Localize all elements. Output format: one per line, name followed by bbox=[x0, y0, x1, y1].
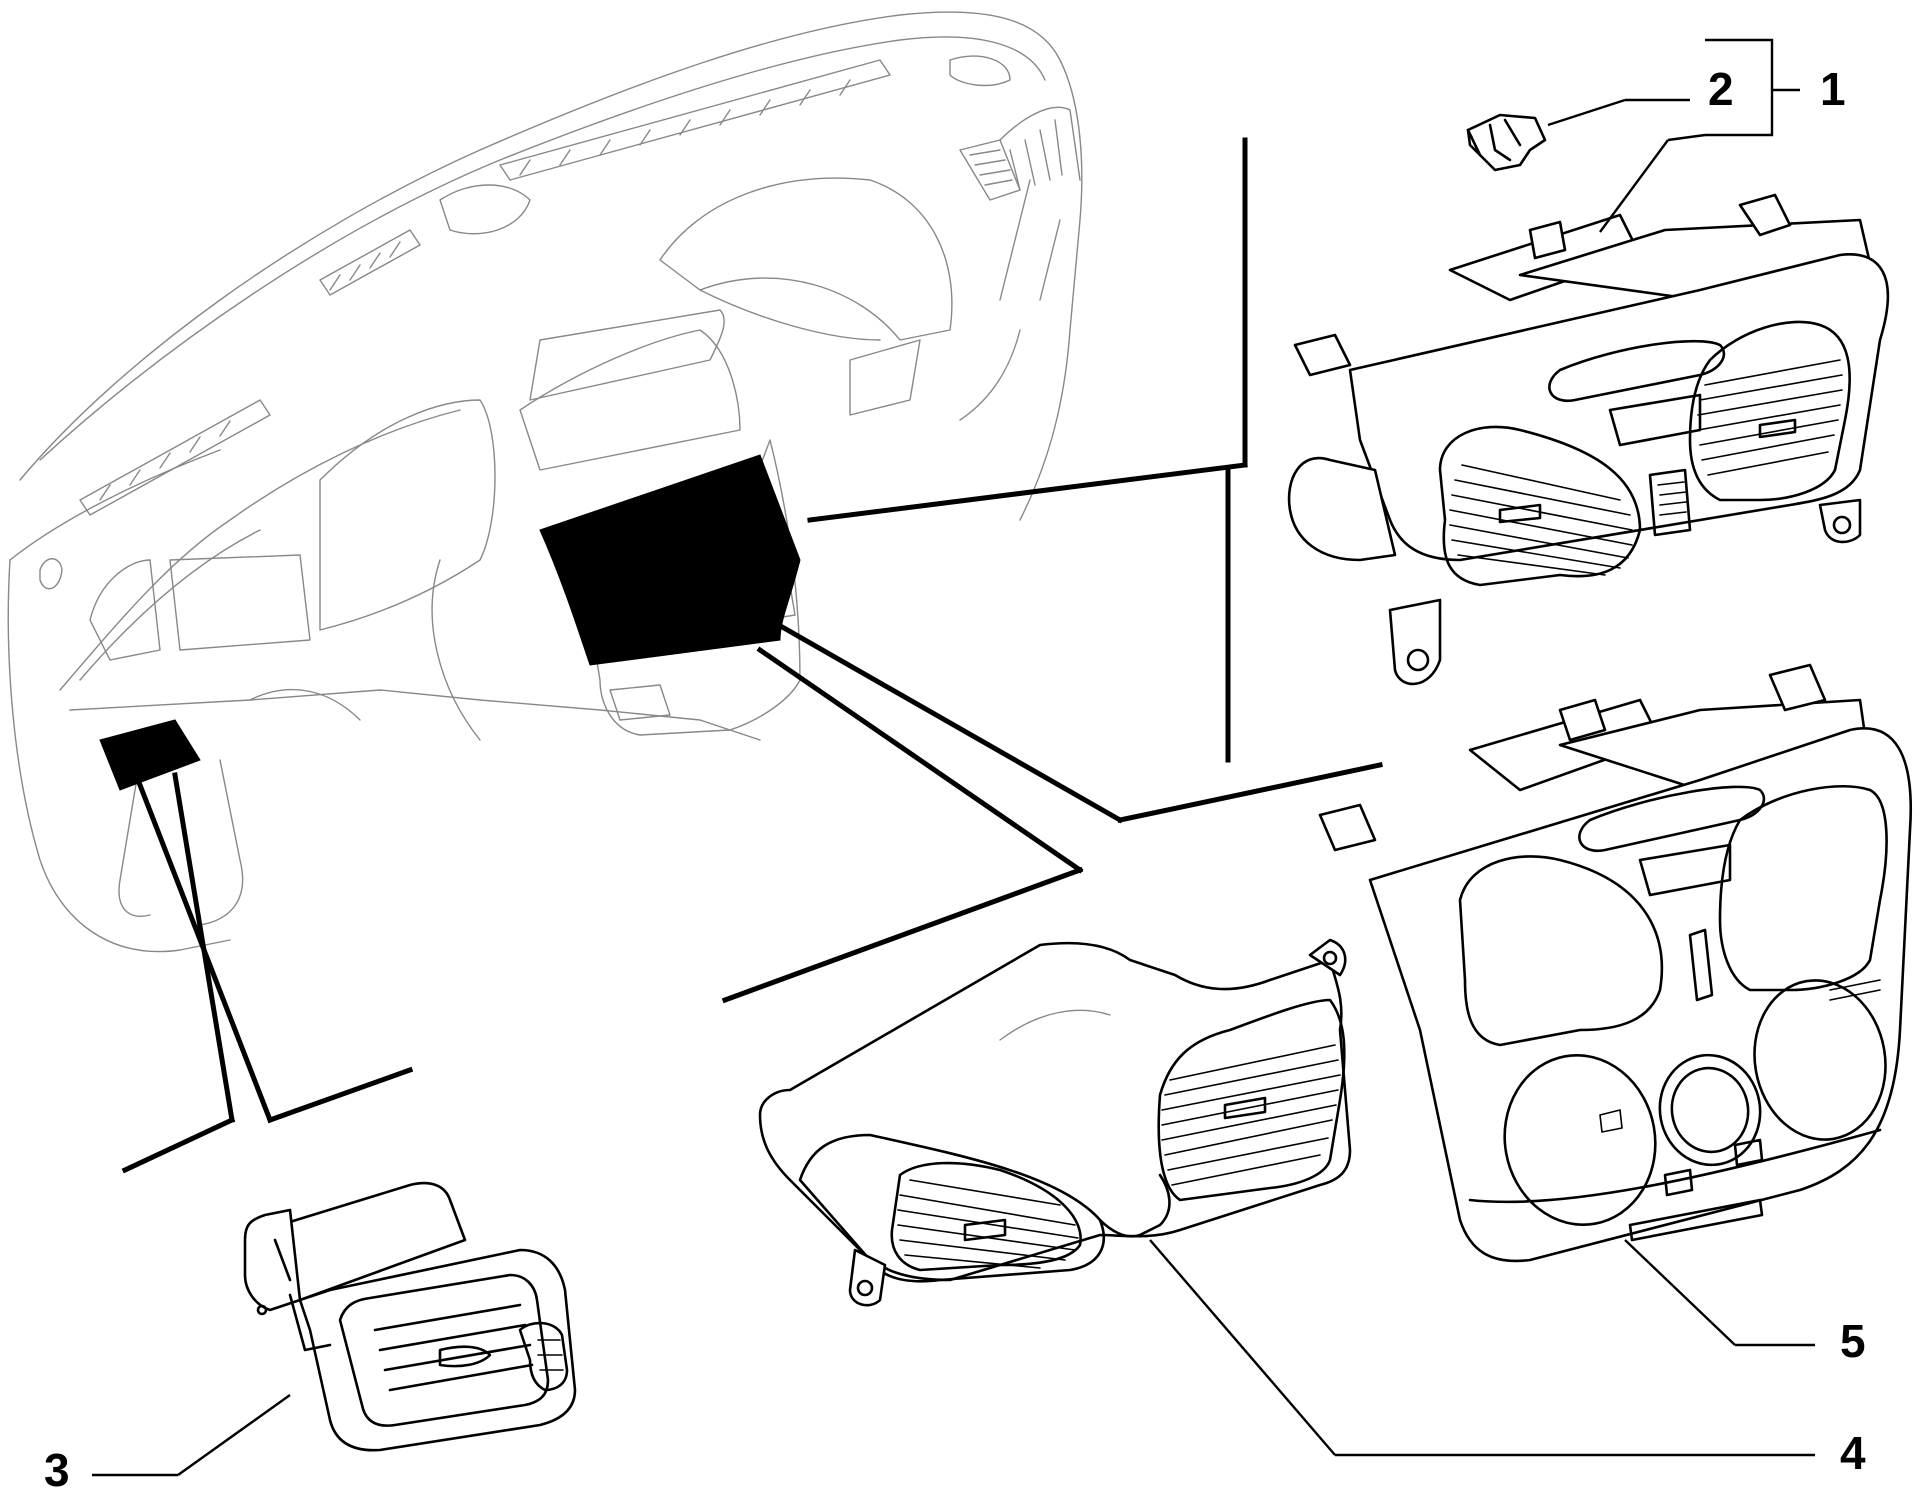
callout-2: 2 bbox=[1708, 63, 1734, 115]
center-vent-location-marker bbox=[539, 454, 801, 666]
callout-5: 5 bbox=[1840, 1315, 1866, 1367]
dashboard-outline bbox=[7, 11, 1083, 953]
callout-4: 4 bbox=[1840, 1427, 1866, 1479]
center-vent-assembly-part-1 bbox=[1287, 193, 1890, 686]
callout-3: 3 bbox=[44, 1444, 70, 1496]
dual-vent-duct-part-4 bbox=[758, 938, 1352, 1307]
side-vent-location-marker bbox=[99, 719, 201, 791]
center-panel-part-5 bbox=[1318, 663, 1913, 1263]
location-leaders bbox=[121, 137, 1383, 1174]
clip-part-2 bbox=[1466, 113, 1547, 172]
callout-1: 1 bbox=[1820, 63, 1846, 115]
side-vent-part-3 bbox=[243, 1181, 577, 1452]
callout-leaders bbox=[92, 38, 1815, 1477]
